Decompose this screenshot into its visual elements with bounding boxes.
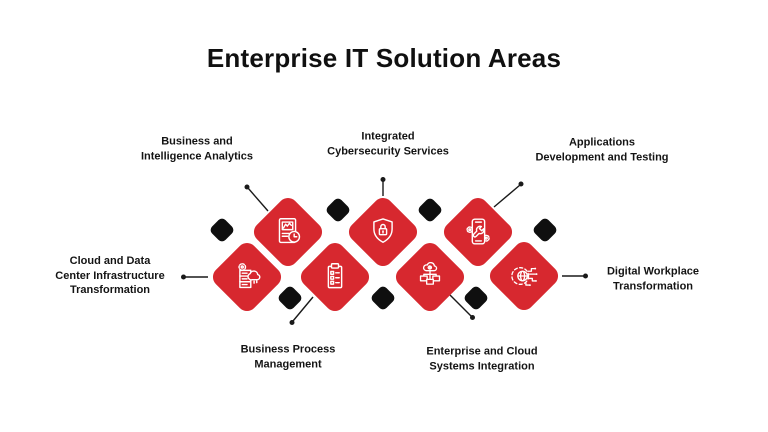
solution-diamond-business-intelligence-analytics <box>249 193 327 271</box>
clipboard-checklist-icon <box>308 250 362 304</box>
solution-diamond-digital-workplace <box>485 237 563 315</box>
solution-diamond-cloud-data-center <box>208 238 286 316</box>
solution-label-integrated-cybersecurity: Integrated Cybersecurity Services <box>327 130 449 157</box>
shield-lock-icon <box>356 205 410 259</box>
black-accent-diamond <box>208 216 236 244</box>
black-accent-diamond <box>462 284 490 312</box>
solution-diamond-business-process <box>296 238 374 316</box>
solution-diamond-integrated-cybersecurity <box>344 193 422 271</box>
black-accent-diamond <box>416 196 444 224</box>
solution-label-applications-development: Applications Development and Testing <box>535 136 669 163</box>
solution-label-business-intelligence-analytics: Business and Intelligence Analytics <box>140 135 254 162</box>
black-accent-diamond <box>369 284 397 312</box>
black-accent-diamond <box>531 216 559 244</box>
cloud-network-boxes-icon <box>403 250 457 304</box>
solution-diamond-enterprise-cloud-integration <box>391 238 469 316</box>
gear-globe-circuit-icon <box>497 249 551 303</box>
black-accent-diamond <box>324 196 352 224</box>
mobile-wrench-gear-icon <box>451 205 505 259</box>
solution-diamond-applications-development <box>439 193 517 271</box>
solution-label-business-process: Business Process Management <box>240 343 336 370</box>
page-title: Enterprise IT Solution Areas <box>206 43 562 73</box>
report-chart-clock-icon <box>261 205 315 259</box>
solution-label-enterprise-cloud-integration: Enterprise and Cloud Systems Integration <box>426 345 538 372</box>
solution-label-cloud-data-center: Cloud and Data Center Infrastructure Tra… <box>55 255 165 297</box>
solution-label-digital-workplace: Digital Workplace Transformation <box>606 265 700 292</box>
black-accent-diamond <box>276 284 304 312</box>
server-rack-cloud-gear-icon <box>220 250 274 304</box>
